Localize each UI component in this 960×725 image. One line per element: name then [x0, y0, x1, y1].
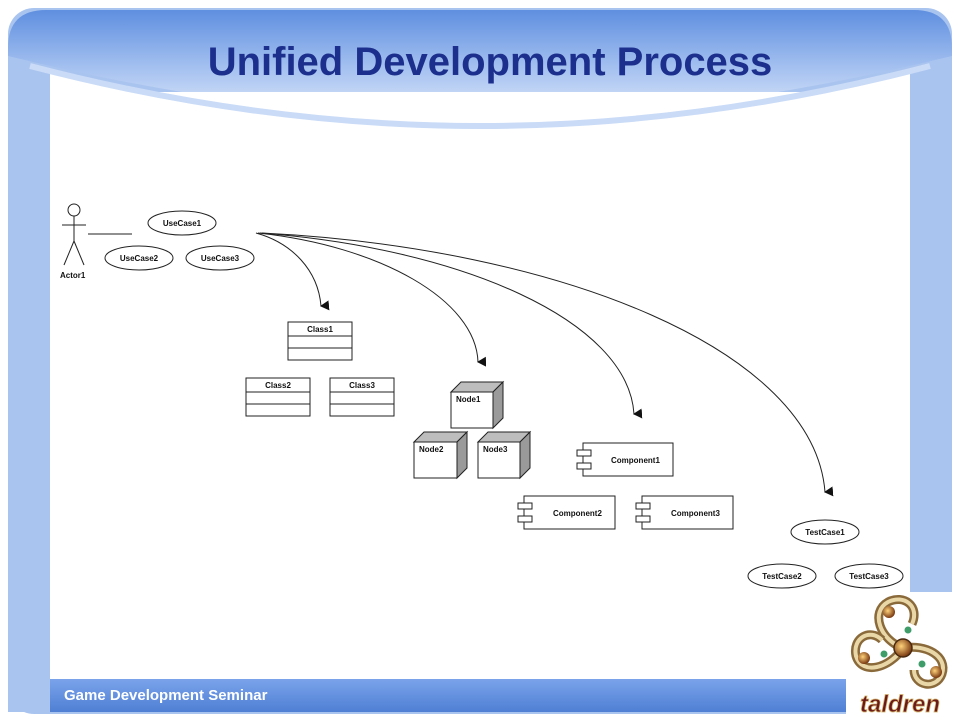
class3-shape — [329, 377, 395, 417]
actor-figure — [62, 203, 86, 266]
testcase1-shape — [790, 519, 860, 545]
class1-label: Class1 — [307, 325, 333, 334]
class1-shape — [287, 321, 353, 361]
taldren-logo — [850, 595, 948, 689]
usecase2-label: UseCase2 — [120, 254, 159, 263]
component1-shape — [576, 442, 674, 477]
node3-label: Node3 — [483, 445, 508, 454]
usecase3-shape — [185, 245, 255, 271]
class3-label: Class3 — [349, 381, 375, 390]
testcase1-label: TestCase1 — [805, 528, 845, 537]
testcase2-shape — [747, 563, 817, 589]
testcase2-label: TestCase2 — [762, 572, 802, 581]
footer-bar — [50, 679, 850, 712]
component1-label: Component1 — [611, 456, 660, 465]
node2-label: Node2 — [419, 445, 444, 454]
testcase3-shape — [834, 563, 904, 589]
slide-title: Unified Development Process — [207, 40, 773, 84]
usecase1-label: UseCase1 — [163, 219, 202, 228]
logo-wordmark: taldren — [860, 691, 940, 718]
usecase3-label: UseCase3 — [201, 254, 240, 263]
node2-shape — [412, 430, 469, 480]
actor-label: Actor1 — [60, 271, 86, 280]
component2-label: Component2 — [553, 509, 602, 518]
diagram-labels: Actor1 UseCase1 UseCase2 UseCase3 Class1… — [60, 219, 889, 581]
arrow-to-nodes — [257, 232, 487, 367]
node1-shape — [449, 380, 505, 430]
arrow-to-classes — [255, 232, 330, 311]
class2-label: Class2 — [265, 381, 291, 390]
class2-shape — [245, 377, 311, 417]
node1-label: Node1 — [456, 395, 481, 404]
arrow-to-components — [259, 232, 643, 419]
component3-shape — [635, 495, 734, 530]
footer-label: Game Development Seminar — [64, 687, 268, 704]
dependency-arrows — [255, 232, 834, 497]
header-swoosh — [29, 63, 931, 130]
testcase3-label: TestCase3 — [849, 572, 889, 581]
arrow-to-testcases — [261, 232, 834, 497]
component3-label: Component3 — [671, 509, 720, 518]
component2-shape — [517, 495, 616, 530]
uml-diagram — [62, 203, 904, 589]
usecase1-shape — [147, 210, 217, 236]
usecase2-shape — [104, 245, 174, 271]
header-band — [8, 10, 952, 118]
node3-shape — [476, 430, 532, 480]
